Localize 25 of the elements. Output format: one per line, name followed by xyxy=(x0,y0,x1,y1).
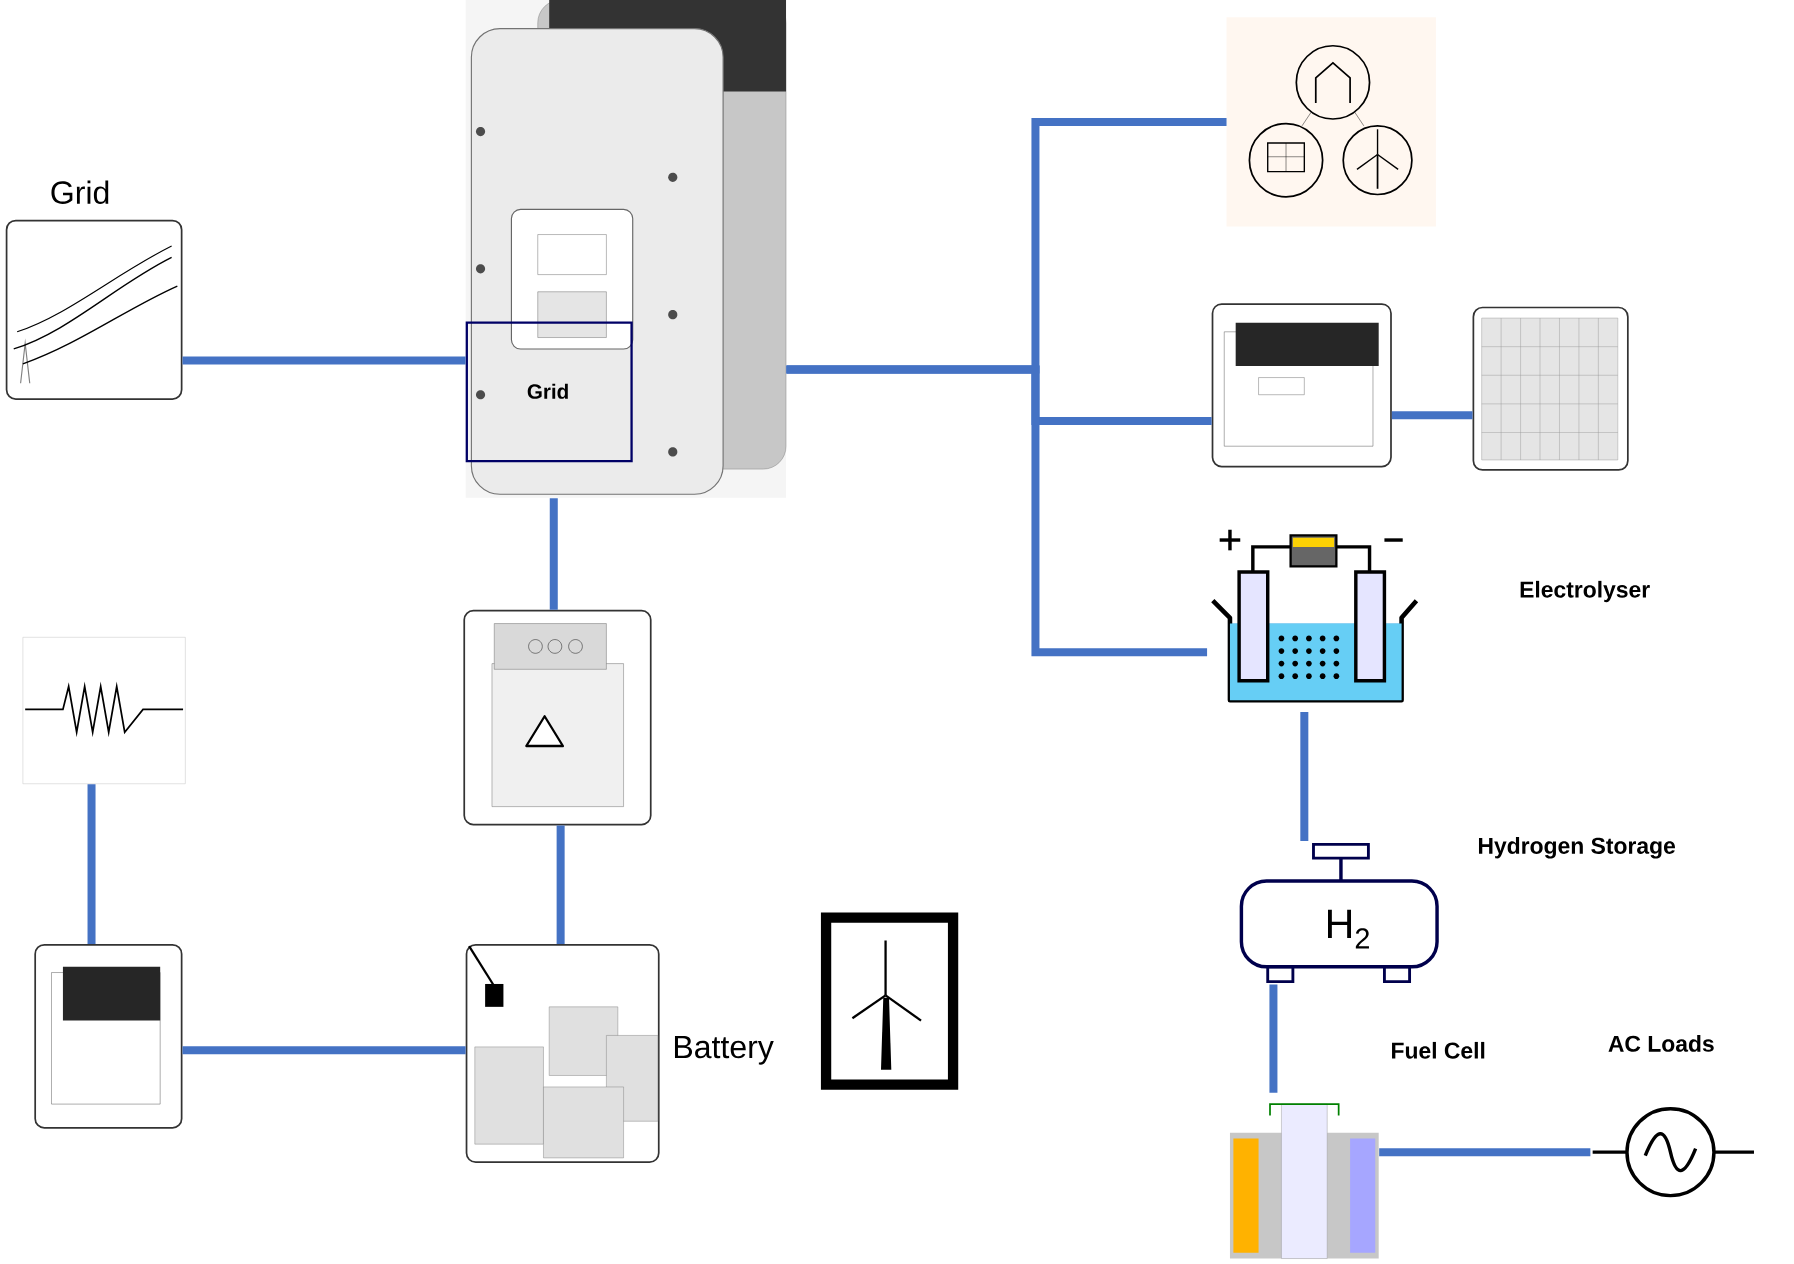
connector-line xyxy=(182,1046,466,1055)
node-label: AC Loads xyxy=(1608,1034,1714,1052)
solar-panel-card xyxy=(1472,306,1629,471)
connector-line xyxy=(1269,984,1278,1093)
connector-line xyxy=(786,365,1208,657)
connector-line xyxy=(556,825,565,944)
inverter-card xyxy=(1211,303,1392,468)
node-label: Battery xyxy=(675,1035,774,1065)
resistor-card xyxy=(22,636,186,784)
node-label: Fuel Cell xyxy=(1392,1041,1485,1059)
inverter-drawing xyxy=(465,0,787,498)
node-label: Hydrogen Storage xyxy=(1479,836,1675,859)
energy-icon xyxy=(1226,17,1436,227)
connector-line xyxy=(549,498,558,610)
node-label: Electrolyser xyxy=(1520,580,1650,603)
connector-line xyxy=(1300,712,1309,841)
heading-label: Grid xyxy=(51,180,109,204)
connector-line xyxy=(87,784,96,944)
box-label: Grid xyxy=(527,383,568,399)
wind-turbine-card xyxy=(820,912,959,1090)
connector-line xyxy=(1391,411,1473,420)
switch-box-card xyxy=(463,609,652,826)
connector-line xyxy=(1379,1148,1591,1157)
connector-line xyxy=(182,356,466,365)
inverter-card xyxy=(34,943,183,1129)
